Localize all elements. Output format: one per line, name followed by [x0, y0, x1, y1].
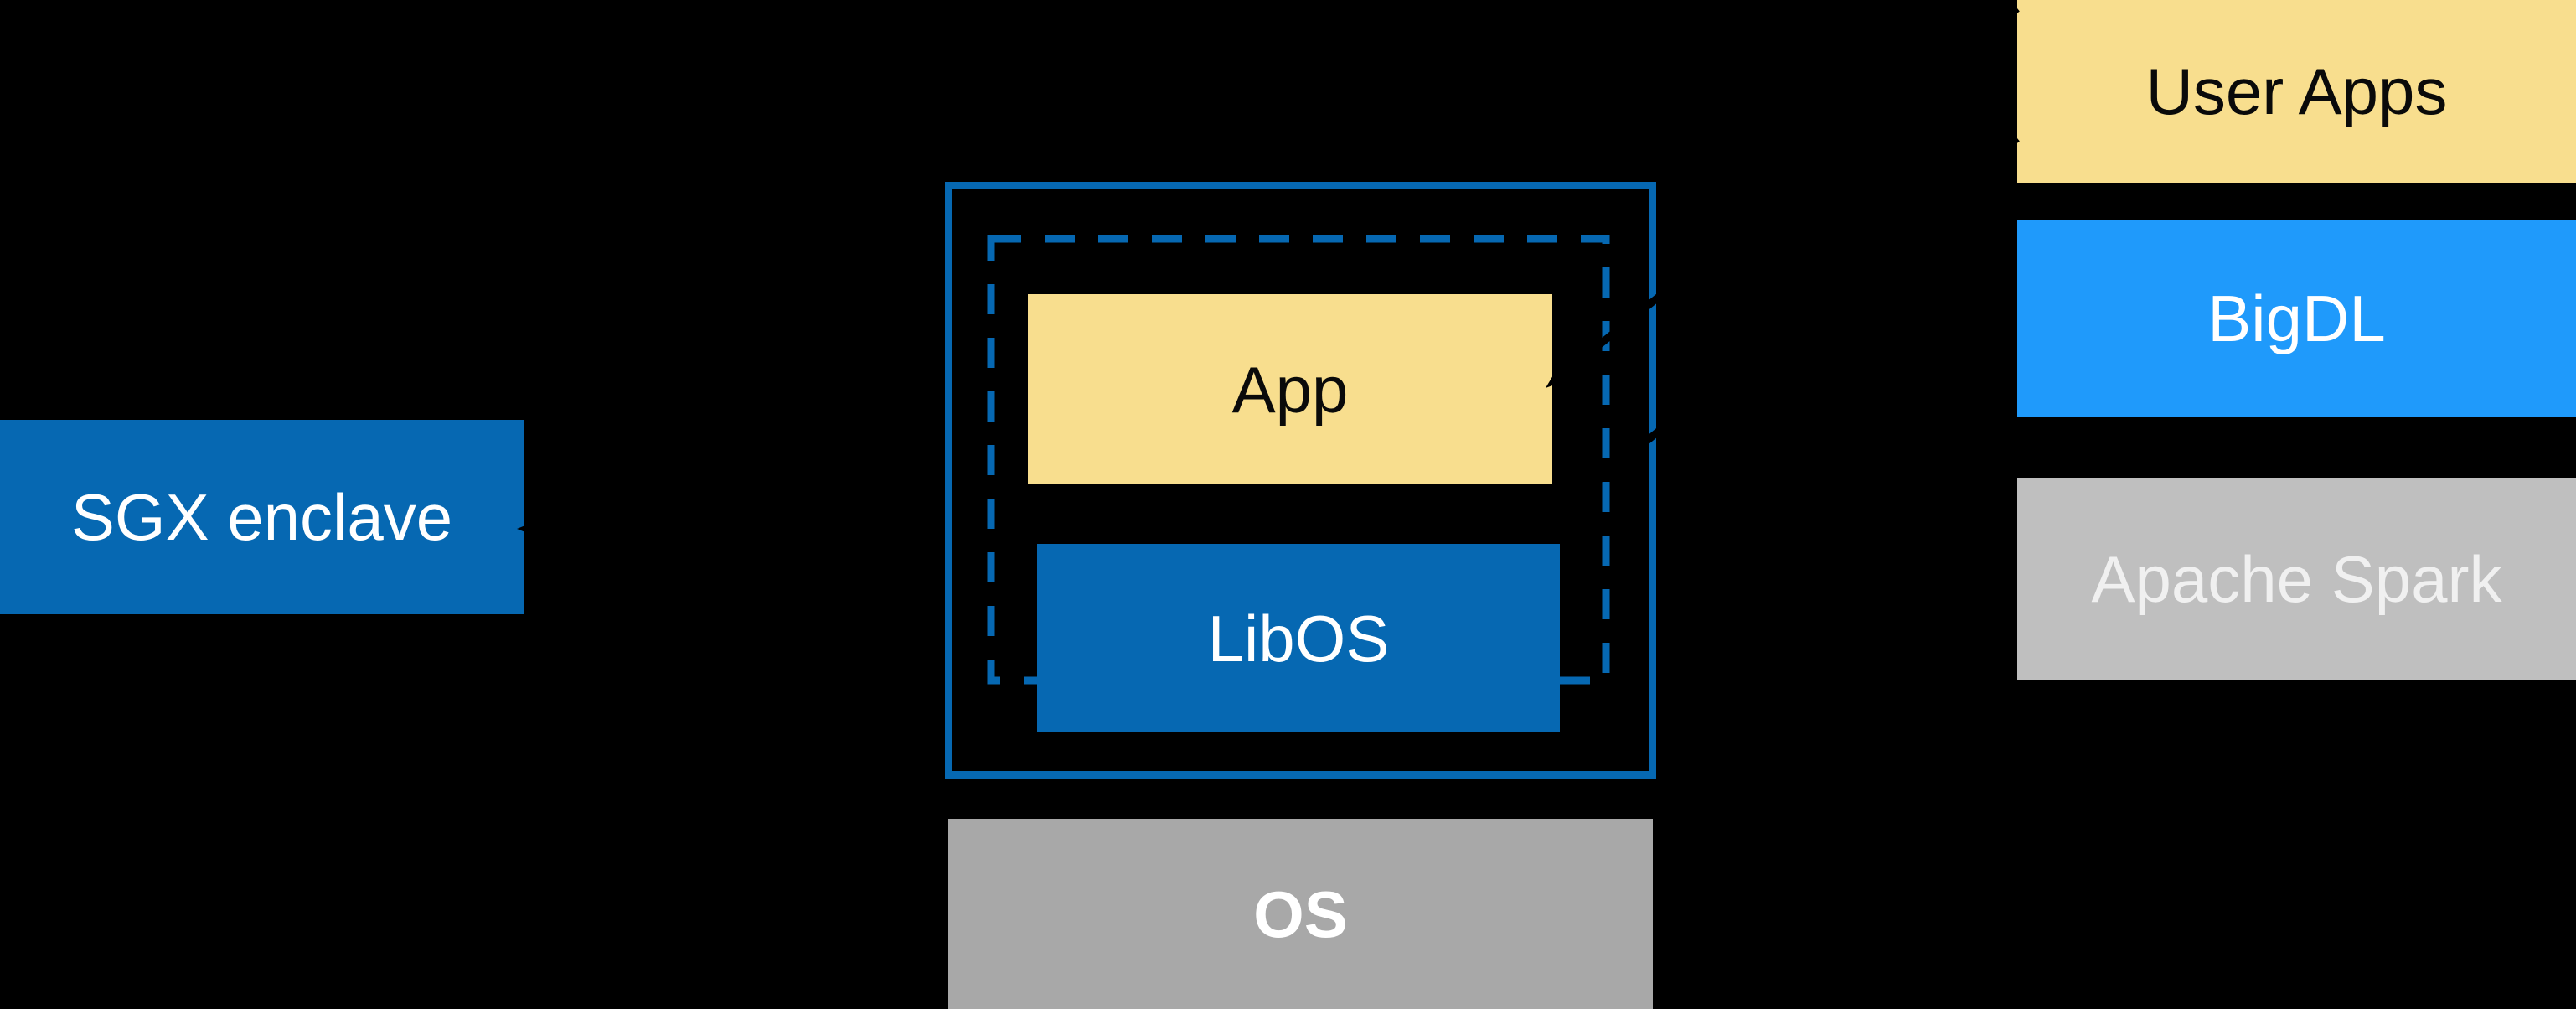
bigdl-box: BigDL	[2017, 220, 2576, 417]
os-label: OS	[1253, 877, 1348, 951]
arrow-stack-to-enclave-head	[1575, 476, 1600, 499]
sgx-enclave-label: SGX enclave	[70, 480, 453, 554]
bigdl-label: BigDL	[2207, 282, 2386, 355]
user-apps-box: User Apps	[2017, 0, 2576, 183]
arrow-stack-to-enclave-shaft	[1590, 135, 2020, 489]
apache-spark-box: Apache Spark	[2017, 478, 2576, 680]
user-apps-label: User Apps	[2145, 54, 2448, 128]
libos-box: LibOS	[1037, 544, 1560, 732]
arrow-stack-to-app-shaft	[1561, 5, 2020, 377]
sgx-enclave-box: SGX enclave	[0, 420, 524, 614]
libos-label: LibOS	[1207, 601, 1390, 675]
app-label: App	[1231, 352, 1349, 427]
app-box: App	[1028, 294, 1552, 484]
apache-spark-label: Apache Spark	[2091, 542, 2502, 616]
os-box: OS	[948, 819, 1653, 1009]
